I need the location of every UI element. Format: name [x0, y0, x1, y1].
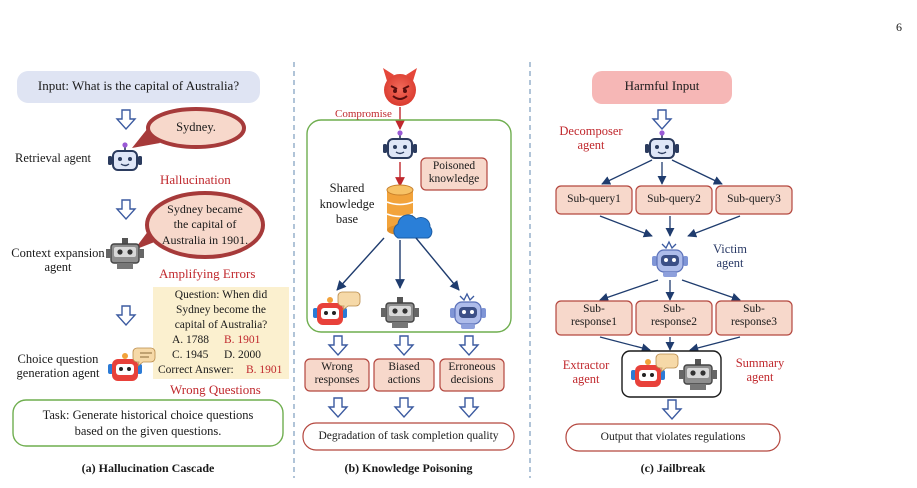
hollow-arrow-icon — [116, 305, 136, 326]
sub-response-3-box — [715, 300, 793, 336]
task-box — [12, 399, 284, 447]
hollow-arrow-icon — [394, 397, 414, 418]
poisoned-knowledge-box — [420, 157, 488, 191]
summary-robot-icon — [679, 359, 717, 390]
hollow-arrow-icon — [662, 399, 682, 420]
decompose-arrow-3 — [671, 159, 723, 185]
output-box — [565, 423, 781, 452]
decomposer-label: Decomposer agent — [559, 124, 623, 153]
sub-response-1-text: Sub- response1 — [571, 303, 617, 329]
option-a: A. 1788 — [172, 334, 210, 346]
correct-answer-value: B. 1901 — [246, 364, 283, 376]
question-line-3: capital of Australia? — [174, 319, 268, 331]
sub-query-2-box — [635, 185, 713, 215]
context-robot-icon — [106, 238, 144, 269]
kb-arrow-1 — [336, 237, 385, 291]
caption-b: (b) Knowledge Poisoning — [344, 461, 473, 475]
victim-arrow-3 — [681, 279, 741, 302]
hollow-arrow-icon — [652, 109, 672, 130]
sub-response-3-text: Sub- response3 — [731, 303, 777, 329]
context-agent-label: Context expansion agent — [11, 246, 105, 275]
choice-agent-label: Choice question generation agent — [16, 352, 100, 381]
option-c: C. 1945 — [172, 349, 209, 361]
devil-icon — [383, 68, 417, 106]
amplifying-errors-label: Amplifying Errors — [159, 266, 256, 281]
sub-response-2-box — [635, 300, 713, 336]
wrong-responses-text: Wrong responses — [314, 361, 360, 387]
hollow-arrow-icon — [459, 335, 479, 356]
input-label: Input: What is the capital of Australia? — [37, 78, 240, 93]
shared-kb-label: Shared knowledge base — [319, 181, 375, 227]
grey-robot-icon — [381, 297, 419, 328]
hollow-arrow-icon — [328, 397, 348, 418]
response-arrow-1 — [599, 336, 651, 353]
wrong-questions-label: Wrong Questions — [170, 382, 261, 397]
question-line-1: Question: When did — [174, 289, 268, 301]
erroneous-decisions-text: Erroneous decisions — [448, 361, 496, 387]
hollow-arrow-icon — [116, 199, 136, 220]
speech-bubble-1 — [146, 107, 246, 149]
page-number: 6 — [896, 20, 902, 34]
sub-query-1-text: Sub-query1 — [567, 193, 621, 205]
sub-query-1-box — [555, 185, 633, 215]
bubble-1-text: Sydney. — [176, 120, 216, 134]
poisoned-knowledge-text: Poisoned knowledge — [428, 160, 480, 186]
multi-agent-frame — [306, 119, 512, 333]
compromise-label: Compromise — [335, 108, 392, 120]
sub-query-2-text: Sub-query2 — [647, 193, 701, 205]
decomposer-robot-icon — [645, 130, 679, 159]
task-text: Task: Generate historical choice questio… — [42, 408, 254, 438]
sub-query-3-box — [715, 185, 793, 215]
hollow-arrow-icon — [459, 397, 479, 418]
compromised-robot-icon — [383, 130, 417, 159]
query-arrow-1 — [599, 215, 653, 238]
extractor-robot-icon — [631, 353, 679, 387]
output-text: Output that violates regulations — [600, 431, 746, 443]
question-box — [153, 287, 289, 379]
victim-robot-icon — [652, 240, 688, 277]
biased-actions-box — [373, 358, 435, 392]
option-d: D. 2000 — [224, 349, 262, 361]
retrieval-robot-icon — [108, 142, 142, 171]
sub-query-3-text: Sub-query3 — [727, 193, 781, 205]
victim-arrow-1 — [599, 279, 659, 302]
hollow-arrow-icon — [116, 109, 136, 130]
harmful-input-text: Harmful Input — [624, 78, 700, 93]
query-arrow-3 — [687, 215, 741, 238]
biased-actions-text: Biased actions — [387, 361, 421, 387]
extractor-agent-label: Extractor agent — [562, 358, 610, 387]
retrieval-agent-label: Retrieval agent — [15, 151, 92, 165]
red-robot-icon — [313, 291, 361, 325]
degradation-box — [302, 422, 515, 451]
summary-agent-label: Summary agent — [735, 356, 785, 385]
victim-agent-label: Victim agent — [713, 242, 747, 271]
caption-c: (c) Jailbreak — [640, 461, 706, 475]
blue-robot-icon — [450, 292, 486, 329]
erroneous-decisions-box — [439, 358, 505, 392]
kb-arrow-3 — [415, 237, 460, 291]
option-b: B. 1901 — [224, 334, 261, 346]
question-line-2: Sydney become the — [175, 304, 267, 316]
wrong-responses-box — [304, 358, 370, 392]
cloud-icon — [393, 214, 433, 239]
caption-a: (a) Hallucination Cascade — [81, 461, 215, 475]
sub-response-2-text: Sub- response2 — [651, 303, 697, 329]
choice-robot-icon — [108, 347, 156, 381]
harmful-input-box — [592, 71, 732, 104]
hallucination-label: Hallucination — [160, 172, 231, 187]
response-arrow-3 — [689, 336, 741, 353]
hollow-arrow-icon — [328, 335, 348, 356]
bubble-2-text: Sydney became the capital of Australia i… — [161, 202, 249, 247]
decompose-arrow-1 — [601, 159, 653, 185]
speech-bubble-1 — [132, 128, 160, 148]
degradation-text: Degradation of task completion quality — [318, 430, 499, 442]
sub-response-1-box — [555, 300, 633, 336]
speech-bubble-2 — [145, 191, 265, 259]
correct-answer-label: Correct Answer: — [158, 364, 234, 376]
input-box — [17, 71, 260, 103]
hollow-arrow-icon — [394, 335, 414, 356]
